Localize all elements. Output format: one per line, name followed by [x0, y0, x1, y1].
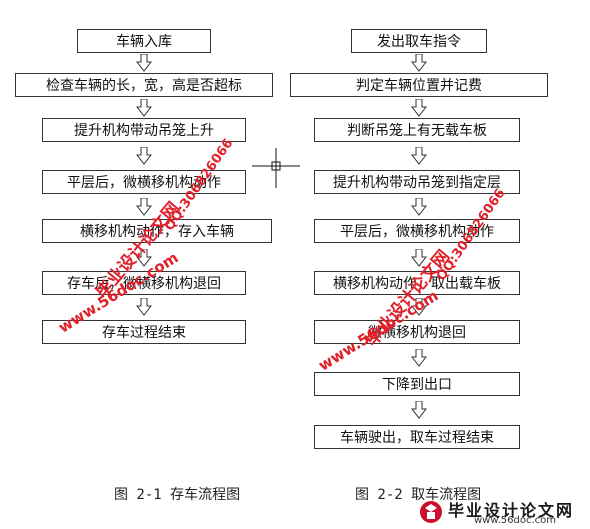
right-arrow-3 — [411, 147, 427, 165]
left-arrow-6 — [136, 298, 152, 316]
left-arrow-2 — [136, 99, 152, 117]
right-step-2: 判定车辆位置并记费 — [290, 73, 548, 97]
right-caption: 图 2-2 取车流程图 — [355, 487, 482, 503]
left-step-6: 存车后，微横移机构退回 — [42, 271, 246, 295]
right-arrow-6 — [411, 298, 427, 316]
site-logo: 毕业设计论文网 www.56doc.com — [418, 497, 588, 527]
logo-url: www.56doc.com — [474, 515, 557, 526]
left-step-5: 横移机构动作，存入车辆 — [42, 219, 272, 243]
right-arrow-8 — [411, 401, 427, 419]
left-step-3: 提升机构带动吊笼上升 — [42, 118, 246, 142]
right-arrow-5 — [411, 249, 427, 267]
right-arrow-2 — [411, 99, 427, 117]
logo-title: 毕业设计论文网 — [448, 501, 575, 520]
left-step-4: 平层后，微横移机构动作 — [42, 170, 246, 194]
left-step-2: 检查车辆的长，宽，高是否超标 — [15, 73, 273, 97]
crosshair-icon — [252, 148, 300, 188]
right-step-6: 横移机构动作，取出载车板 — [314, 271, 520, 295]
left-step-7: 存车过程结束 — [42, 320, 246, 344]
left-step-1: 车辆入库 — [77, 29, 211, 53]
left-arrow-1 — [136, 54, 152, 72]
left-arrow-3 — [136, 147, 152, 165]
right-arrow-4 — [411, 198, 427, 216]
left-arrow-4 — [136, 198, 152, 216]
right-step-3: 判断吊笼上有无载车板 — [314, 118, 520, 142]
right-arrow-1 — [411, 54, 427, 72]
right-arrow-7 — [411, 349, 427, 367]
right-step-9: 车辆驶出，取车过程结束 — [314, 425, 520, 449]
right-step-4: 提升机构带动吊笼到指定层 — [314, 170, 520, 194]
left-caption: 图 2-1 存车流程图 — [114, 487, 241, 503]
right-step-5: 平层后，微横移机构动作 — [314, 219, 520, 243]
right-step-8: 下降到出口 — [314, 372, 520, 396]
logo-mark-icon — [420, 501, 442, 523]
left-arrow-5 — [136, 249, 152, 267]
right-step-1: 发出取车指令 — [351, 29, 487, 53]
right-step-7: 微横移机构退回 — [314, 320, 520, 344]
